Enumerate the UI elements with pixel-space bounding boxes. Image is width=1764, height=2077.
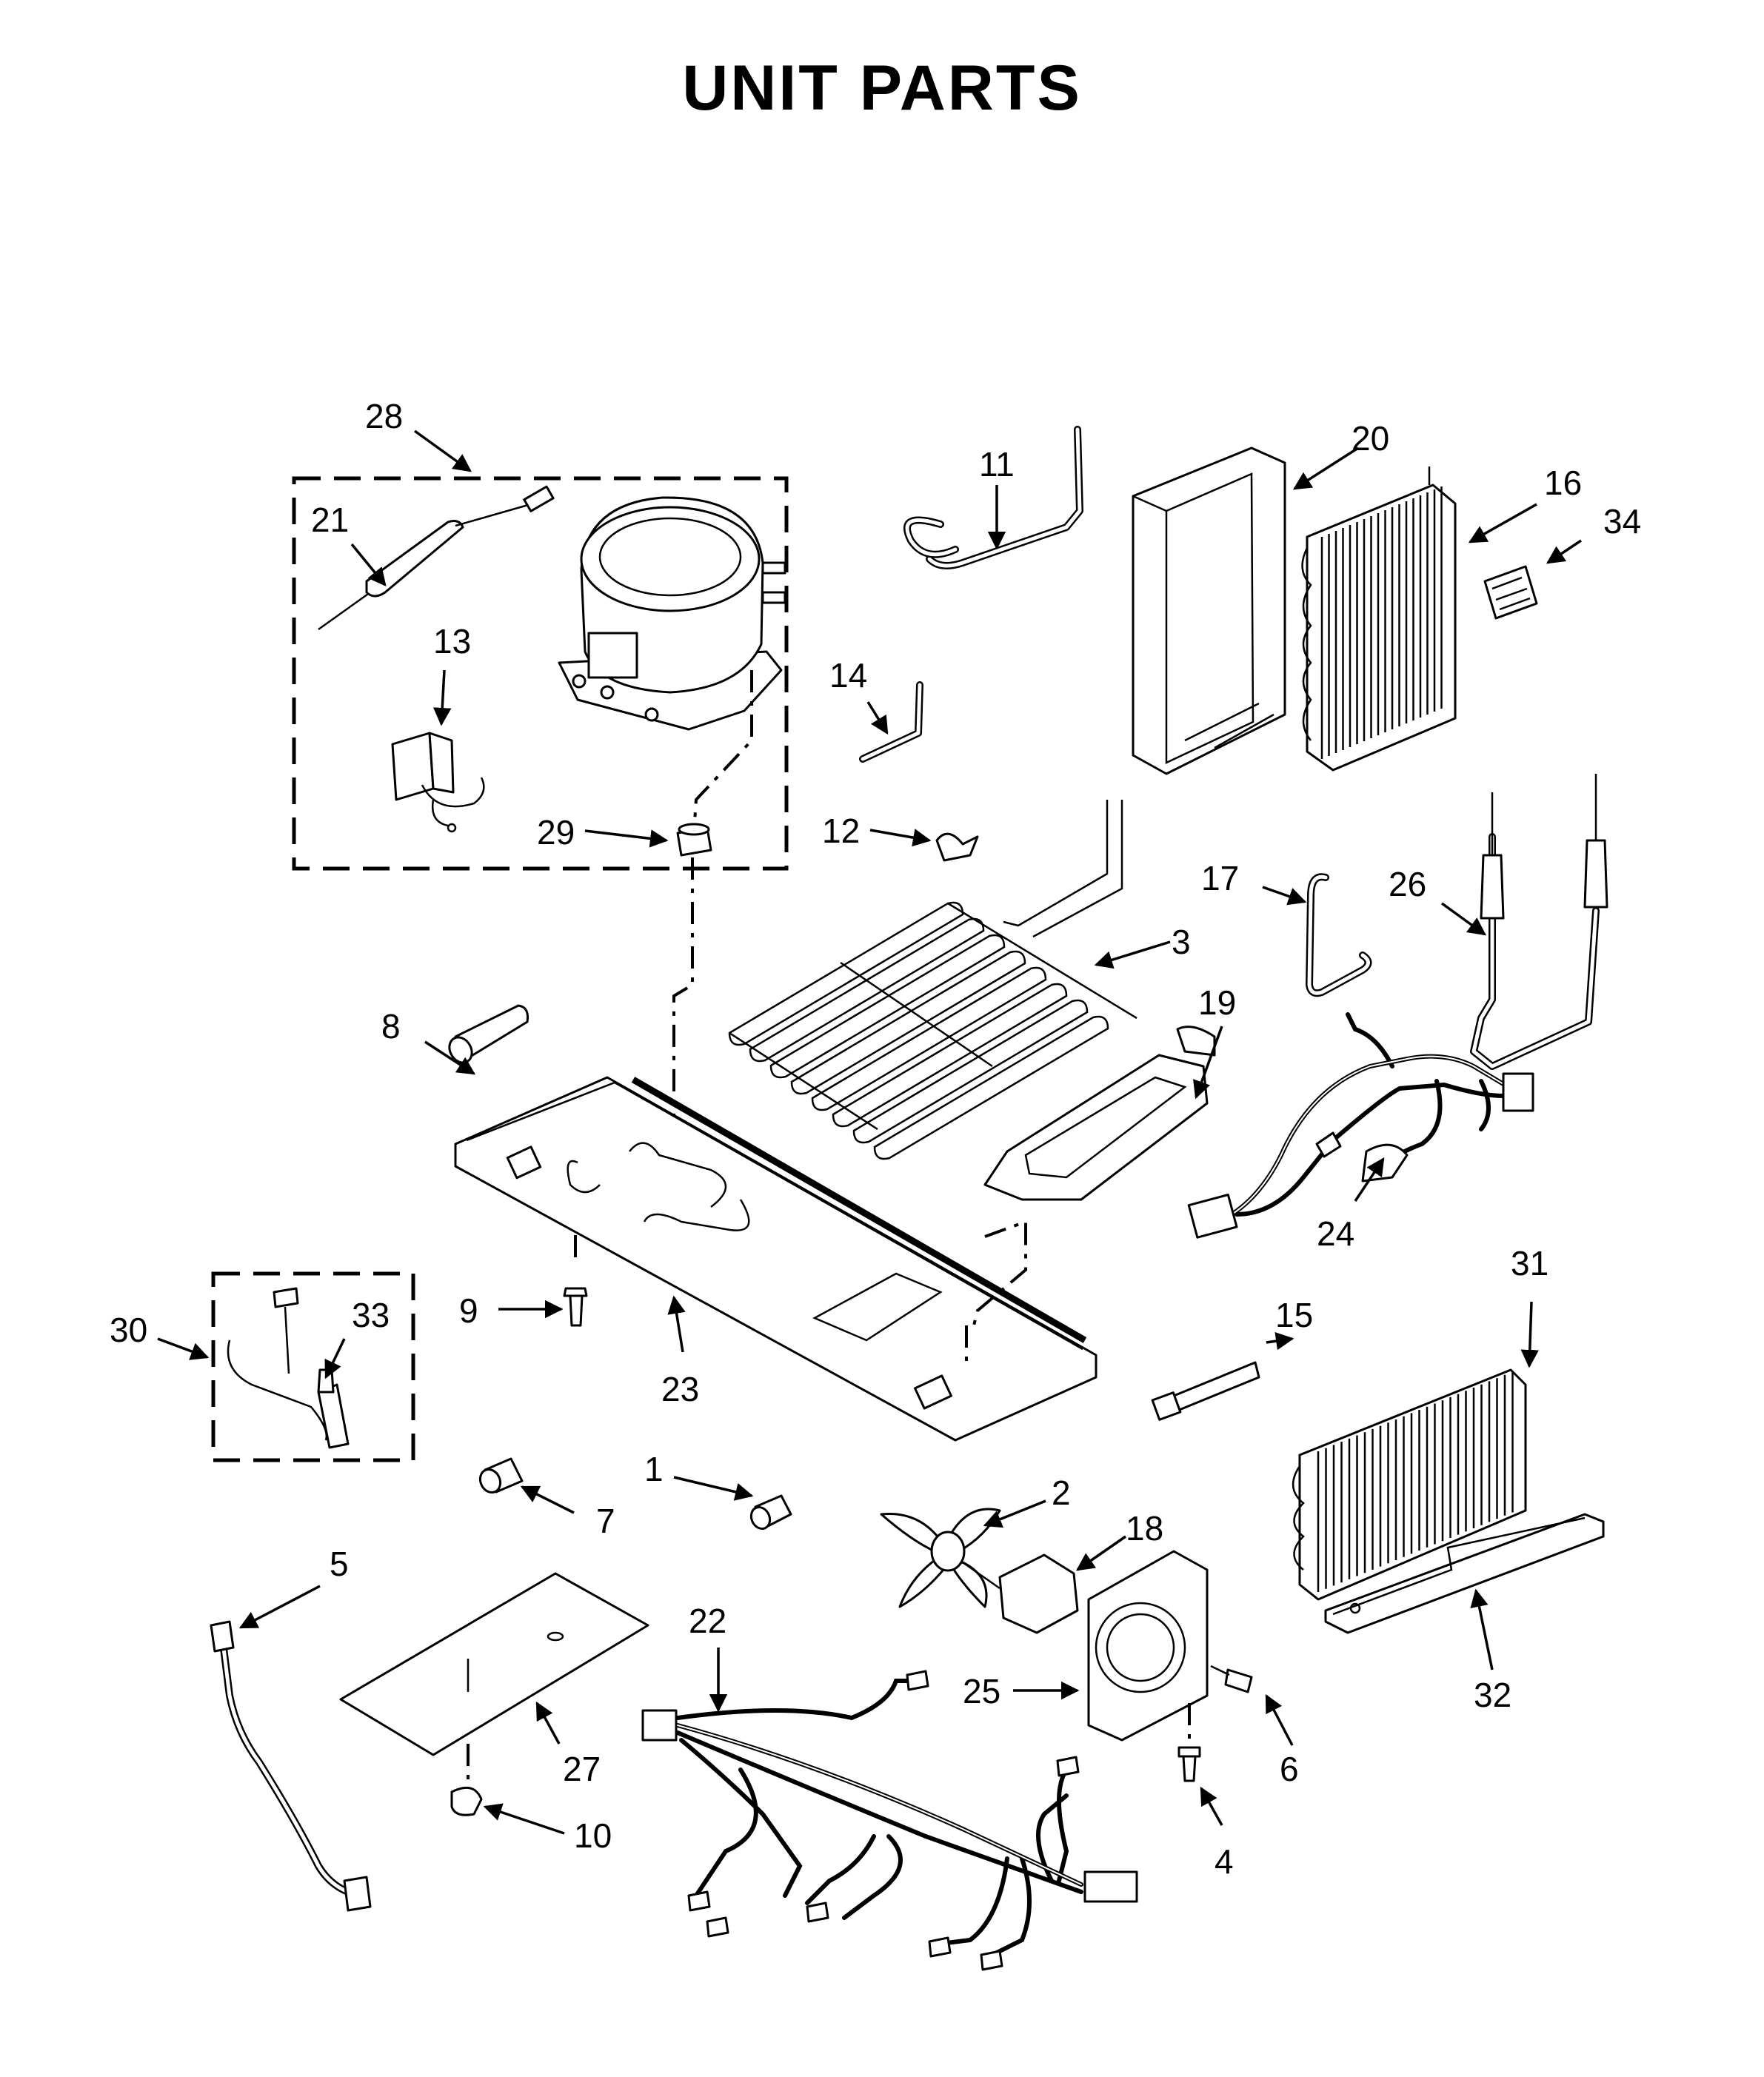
drain-tray[interactable] xyxy=(1324,1513,1605,1634)
evaporator-pad[interactable] xyxy=(1483,565,1538,620)
evaporator-coil[interactable] xyxy=(1301,466,1457,772)
callout-34: 34 xyxy=(1603,502,1641,541)
base-screw[interactable] xyxy=(563,1287,588,1327)
callout-9: 9 xyxy=(459,1291,478,1330)
callout-7: 7 xyxy=(596,1502,615,1540)
callout-18: 18 xyxy=(1126,1509,1163,1548)
temperature-sensor[interactable] xyxy=(227,1287,350,1449)
callout-26: 26 xyxy=(1389,865,1426,903)
start-relay[interactable] xyxy=(391,732,485,833)
callout-11: 11 xyxy=(979,445,1015,484)
tube-clip[interactable] xyxy=(935,832,979,862)
condenser[interactable] xyxy=(1292,1368,1527,1601)
callout-24: 24 xyxy=(1317,1214,1354,1253)
callout-27: 27 xyxy=(563,1750,601,1788)
tube-elbow[interactable] xyxy=(859,681,923,763)
shroud-screw-6[interactable] xyxy=(1210,1665,1253,1693)
callout-16: 16 xyxy=(1544,464,1582,502)
callout-6: 6 xyxy=(1280,1750,1299,1788)
fan-shroud[interactable] xyxy=(1087,1550,1209,1742)
callout-21: 21 xyxy=(311,501,349,539)
unit-base[interactable] xyxy=(454,1076,1098,1442)
callout-3: 3 xyxy=(1172,923,1191,961)
callout-labels: 28 21 13 29 11 14 12 20 16 34 3 17 26 19… xyxy=(110,397,1641,1881)
callout-30: 30 xyxy=(110,1311,147,1349)
callout-33: 33 xyxy=(352,1296,390,1334)
page-title: UNIT PARTS xyxy=(682,53,1082,124)
callout-28: 28 xyxy=(365,397,403,435)
drain-pan[interactable] xyxy=(983,1026,1216,1201)
mounting-clip[interactable] xyxy=(450,1786,483,1816)
callout-17: 17 xyxy=(1201,859,1239,897)
callout-12: 12 xyxy=(822,812,860,850)
callout-19: 19 xyxy=(1198,983,1236,1022)
callout-5: 5 xyxy=(330,1545,349,1583)
water-tube[interactable] xyxy=(210,1620,372,1912)
wire-hook[interactable] xyxy=(1306,873,1372,997)
callout-23: 23 xyxy=(661,1370,699,1408)
rubber-spacer-7[interactable] xyxy=(476,1457,524,1496)
callout-14: 14 xyxy=(829,656,867,695)
callout-20: 20 xyxy=(1352,419,1389,458)
callout-2: 2 xyxy=(1052,1474,1071,1512)
unit-wire-harness[interactable] xyxy=(1187,1012,1534,1239)
callout-10: 10 xyxy=(574,1816,612,1855)
callout-8: 8 xyxy=(381,1007,401,1046)
filter-drier[interactable] xyxy=(318,485,555,631)
insulation-pad[interactable] xyxy=(339,1572,649,1756)
callout-15: 15 xyxy=(1275,1296,1313,1334)
callout-1: 1 xyxy=(644,1450,664,1488)
condenser-fan-motor[interactable] xyxy=(962,1553,1079,1634)
callout-31: 31 xyxy=(1511,1244,1548,1282)
callout-13: 13 xyxy=(433,622,471,660)
condenser-fan-blade[interactable] xyxy=(880,1508,1001,1608)
tube-sleeve[interactable] xyxy=(445,1004,529,1067)
callout-25: 25 xyxy=(963,1672,1000,1710)
compressor[interactable] xyxy=(558,496,786,731)
drier-tube-assembly[interactable] xyxy=(1470,774,1608,1070)
callout-22: 22 xyxy=(689,1602,726,1640)
shroud-screw-4[interactable] xyxy=(1177,1746,1201,1782)
callout-32: 32 xyxy=(1474,1676,1511,1714)
compressor-kit-box xyxy=(292,476,789,871)
leader-lines xyxy=(157,429,1582,1835)
suction-tube[interactable] xyxy=(903,426,1083,569)
compressor-grommet[interactable] xyxy=(676,823,712,857)
harness-strap[interactable] xyxy=(1151,1361,1260,1421)
callout-4: 4 xyxy=(1215,1842,1234,1881)
callout-29: 29 xyxy=(537,813,575,852)
evaporator-cover[interactable] xyxy=(1132,446,1286,775)
condenser-coil[interactable] xyxy=(728,800,1137,1160)
main-wire-harness[interactable] xyxy=(641,1670,1138,1971)
rubber-spacer-1[interactable] xyxy=(748,1494,792,1532)
sensor-kit-box xyxy=(211,1271,415,1462)
